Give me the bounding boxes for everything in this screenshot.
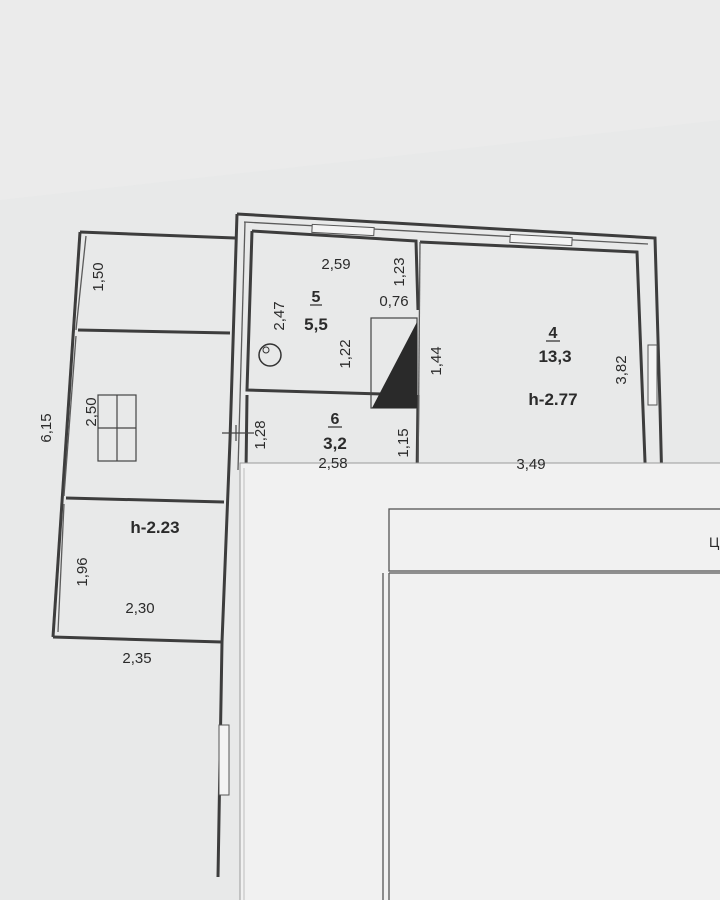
window-left-bottom: [218, 724, 230, 796]
edge-fragment: Ц: [709, 534, 720, 550]
room-4-area: 13,3: [538, 347, 571, 366]
paper-shading: [0, 0, 720, 200]
window-right: [647, 344, 658, 406]
room-5-number: 5: [312, 289, 321, 306]
dim-r5-left: 2,47: [271, 301, 288, 330]
room-6-number: 6: [331, 411, 340, 428]
room-4-number: 4: [549, 325, 558, 342]
dim-outer-left: 6,15: [38, 413, 55, 442]
left-block-height: h-2.23: [130, 518, 179, 537]
dim-r4-right: 3,82: [613, 355, 630, 384]
dim-r6-right: 1,15: [395, 428, 412, 457]
dim-left-bot-width-outer: 2,35: [122, 650, 151, 667]
dim-r4-bottom: 3,49: [516, 456, 545, 473]
paper-sheet: [239, 462, 720, 900]
left-annex: [51, 230, 236, 644]
dim-r5-right-lower: 1,22: [337, 339, 354, 368]
stair-fill: [372, 322, 417, 408]
overlay-sheet: Ц: [239, 462, 720, 900]
main-house: [216, 212, 720, 878]
room-labels: 5 5,5 4 13,3 h-2.77 6 3,2 h-2.23: [130, 289, 577, 537]
dimension-labels: 2,59 2,47 1,23 0,76 1,22 1,44 3,82 3,49 …: [38, 256, 630, 667]
dim-left-top: 1,50: [90, 262, 107, 291]
title-block-top: [388, 508, 720, 572]
dim-left-mid: 2,50: [83, 397, 100, 426]
dim-r6-bottom: 2,58: [318, 455, 347, 472]
sink-icon: [258, 343, 282, 367]
dim-left-bot-width-inner: 2,30: [125, 600, 154, 617]
dim-r4-left: 1,44: [428, 346, 445, 375]
dim-r6-left: 1,28: [252, 420, 269, 449]
room-4-height: h-2.77: [528, 390, 577, 409]
room-5-area: 5,5: [304, 315, 328, 334]
room-6-area: 3,2: [323, 434, 347, 453]
dim-r5-right-upper: 1,23: [391, 257, 408, 286]
dim-left-bot: 1,96: [74, 557, 91, 586]
window-top-2: [509, 233, 573, 247]
dim-r5-top: 2,59: [321, 256, 350, 273]
window-top-1: [311, 223, 375, 237]
dim-r5-step: 0,76: [379, 293, 408, 310]
